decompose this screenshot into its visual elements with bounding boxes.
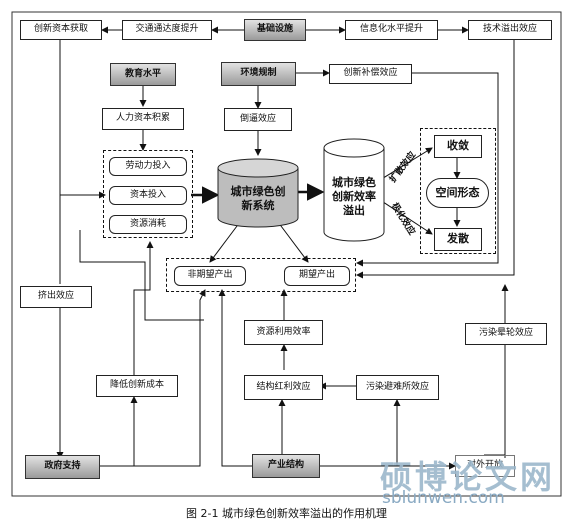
pollution-haven-node: 污染避难所效应 bbox=[356, 375, 439, 400]
watermark-text: 硕博论文网 bbox=[380, 458, 556, 496]
figure-caption: 图 2-1 城市绿色创新效率溢出的作用机理 bbox=[186, 507, 387, 520]
capital-input-node: 资本投入 bbox=[109, 186, 187, 205]
innovation-compensation-node: 创新补偿效应 bbox=[329, 64, 412, 84]
lower-cost-node: 降低创新成本 bbox=[96, 375, 178, 397]
convergence-node: 收敛 bbox=[434, 135, 482, 158]
structural-dividend-node: 结构红利效应 bbox=[244, 375, 323, 400]
innovation-capital-node: 创新资本获取 bbox=[20, 20, 102, 40]
environment-regulation-node: 环境规制 bbox=[221, 62, 296, 86]
spatial-group-frame bbox=[420, 128, 496, 254]
informatization-node: 信息化水平提升 bbox=[345, 20, 438, 40]
spillover-cylinder-label: 城市绿色创新效率溢出 bbox=[332, 176, 376, 217]
education-node: 教育水平 bbox=[110, 63, 176, 86]
output-group-frame bbox=[166, 258, 356, 292]
industrial-structure-node: 产业结构 bbox=[252, 454, 320, 478]
watermark-url: sblunwen.com bbox=[382, 488, 505, 508]
resource-consumption-node: 资源消耗 bbox=[109, 215, 187, 234]
government-support-node: 政府支持 bbox=[25, 455, 100, 479]
urban-green-system-label: 城市绿色创新系统 bbox=[230, 185, 286, 212]
human-capital-node: 人力资本积累 bbox=[102, 108, 184, 130]
spatial-form-node: 空间形态 bbox=[426, 178, 489, 208]
forced-effect-node: 倒逼效应 bbox=[224, 108, 292, 131]
divergence-node: 发散 bbox=[434, 228, 482, 251]
resource-efficiency-node: 资源利用效率 bbox=[244, 320, 323, 345]
labor-input-node: 劳动力投入 bbox=[109, 157, 187, 176]
pollution-shadow-node: 污染晕轮效应 bbox=[465, 323, 547, 345]
input-group-frame bbox=[103, 150, 193, 238]
tech-spillover-node: 技术溢出效应 bbox=[468, 20, 552, 40]
desired-output-node: 期望产出 bbox=[284, 266, 350, 286]
crowding-out-node: 挤出效应 bbox=[20, 286, 92, 308]
opening-up-node: 对外开放 bbox=[455, 455, 515, 477]
undesired-output-node: 非期望产出 bbox=[174, 266, 246, 286]
infrastructure-node: 基础设施 bbox=[244, 19, 306, 41]
transport-node: 交通通达度提升 bbox=[122, 20, 212, 40]
